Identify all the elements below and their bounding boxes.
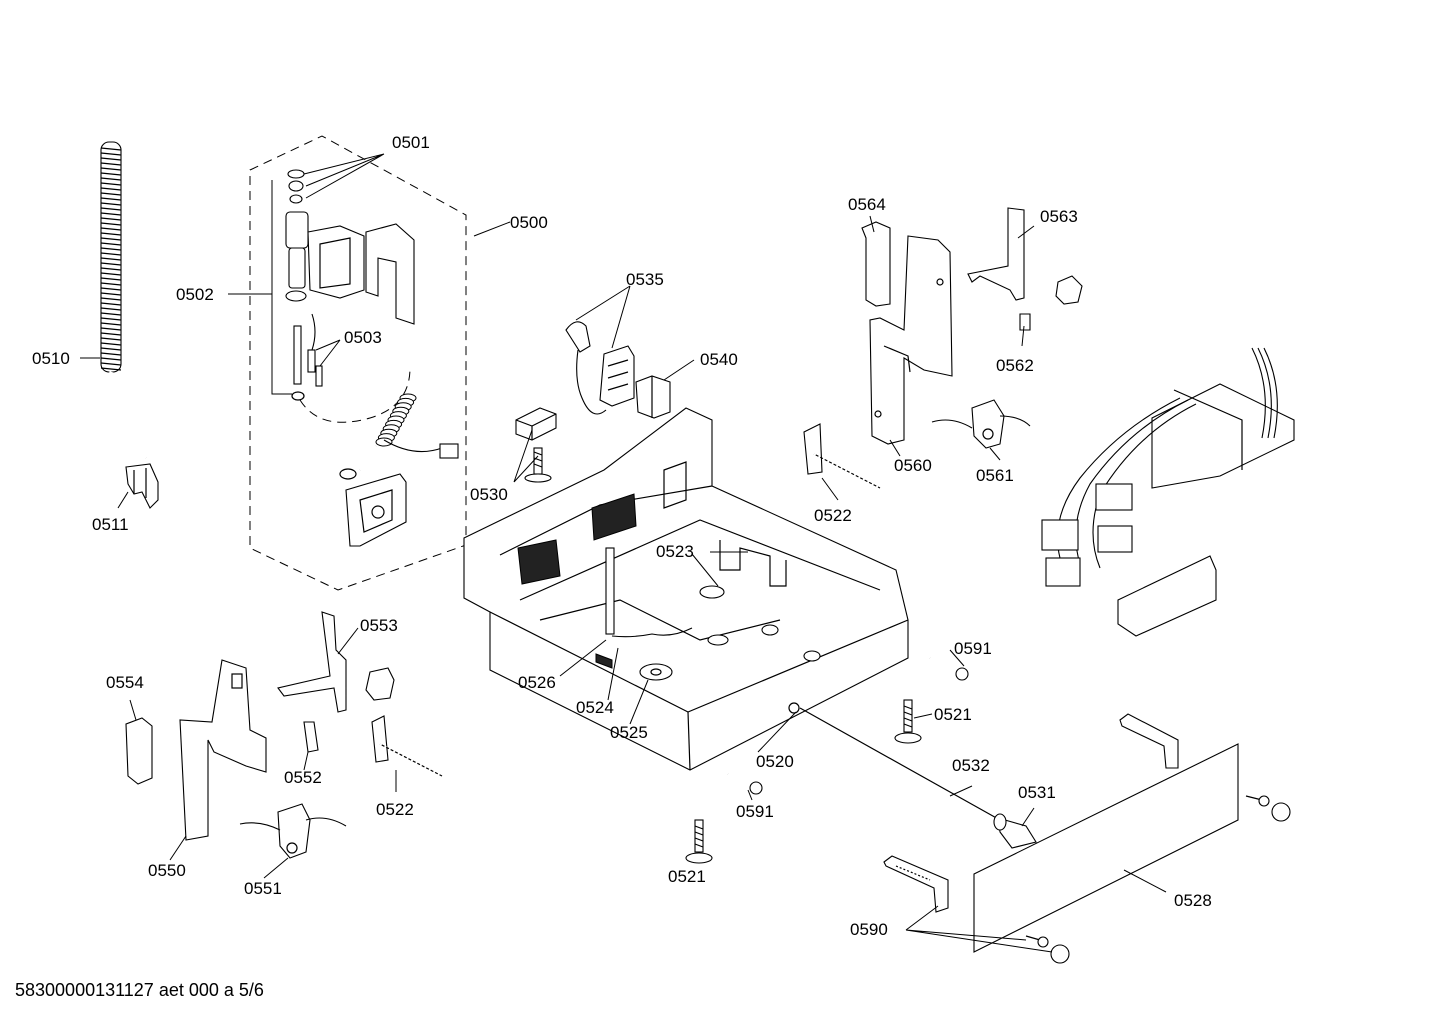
part-0530-block-screw	[515, 407, 557, 483]
label-0591-upper: 0591	[954, 639, 992, 658]
label-0525: 0525	[610, 723, 648, 742]
label-0528: 0528	[1174, 891, 1212, 910]
label-0591-lower: 0591	[736, 802, 774, 821]
label-0552: 0552	[284, 768, 322, 787]
part-0510-corrugated-hose	[100, 141, 147, 461]
part-0560-bracket	[869, 235, 953, 445]
part-0521-foot-b	[685, 819, 713, 864]
part-0561-sensor	[931, 399, 1031, 449]
label-0532: 0532	[952, 756, 990, 775]
label-0590: 0590	[850, 920, 888, 939]
part-0522-spring-b	[371, 715, 443, 777]
part-0553-bracket	[277, 611, 395, 713]
part-0591-screw-b	[727, 772, 763, 795]
part-0524-pipe	[605, 547, 693, 638]
part-0520-base-tub	[463, 407, 909, 771]
label-0530: 0530	[470, 485, 508, 504]
label-0510: 0510	[32, 349, 70, 368]
part-0503-plugs	[307, 313, 323, 387]
label-0521-lower: 0521	[668, 867, 706, 886]
label-0502: 0502	[176, 285, 214, 304]
label-0551: 0551	[244, 879, 282, 898]
label-0554: 0554	[106, 673, 144, 692]
part-0540-connector	[635, 375, 671, 419]
drawing-reference-footer: 58300000131127 aet 000 a 5/6	[15, 980, 264, 1000]
part-0528-plinth-panel	[973, 743, 1239, 953]
label-0521-upper: 0521	[934, 705, 972, 724]
part-0564-clip	[861, 221, 891, 307]
label-0526: 0526	[518, 673, 556, 692]
label-0520: 0520	[756, 752, 794, 771]
part-0500-coil-hose	[339, 393, 459, 480]
part-0531-knob	[993, 813, 1037, 849]
part-0550-bracket	[179, 659, 267, 841]
label-0524: 0524	[576, 698, 614, 717]
part-0511-clip	[125, 463, 159, 509]
leader-lines	[80, 153, 1167, 953]
label-0540: 0540	[700, 350, 738, 369]
label-0511: 0511	[92, 515, 129, 534]
part-0500-bracket	[345, 473, 407, 547]
part-0554-clip	[125, 717, 153, 785]
label-0531: 0531	[1018, 783, 1056, 802]
callout-labels: 0501 0500 0502 0503 0510 0511 0535 0540 …	[32, 133, 1212, 939]
part-0563-bracket	[967, 207, 1025, 301]
label-0522-lower: 0522	[376, 800, 414, 819]
label-0550: 0550	[148, 861, 186, 880]
label-0560: 0560	[894, 456, 932, 475]
part-0590-screws	[1025, 795, 1291, 964]
part-0590-bracket	[883, 855, 949, 913]
part-0563-clip	[1055, 275, 1083, 305]
part-0521-foot-a	[894, 699, 922, 744]
label-0535: 0535	[626, 270, 664, 289]
label-0564: 0564	[848, 195, 886, 214]
part-0591-screw-a	[929, 656, 969, 681]
part-0552-clip	[303, 721, 319, 753]
label-0500: 0500	[510, 213, 548, 232]
label-0503: 0503	[344, 328, 382, 347]
part-0535-sensor	[565, 321, 635, 415]
part-0522-spring-a	[803, 423, 881, 489]
label-0522-upper: 0522	[814, 506, 852, 525]
part-0502-inlet-valve	[285, 169, 415, 401]
label-0562: 0562	[996, 356, 1034, 375]
label-0563: 0563	[1040, 207, 1078, 226]
part-0532-rod	[799, 707, 1001, 821]
part-0551-sensor	[239, 803, 347, 859]
part-wiring-harness	[1041, 347, 1295, 637]
label-0561: 0561	[976, 466, 1014, 485]
part-0562-clip	[1019, 313, 1031, 331]
label-0523: 0523	[656, 542, 694, 561]
label-0553: 0553	[360, 616, 398, 635]
part-0528-bracket	[1119, 713, 1179, 769]
label-0501: 0501	[392, 133, 430, 152]
part-0525-washer	[639, 663, 673, 681]
